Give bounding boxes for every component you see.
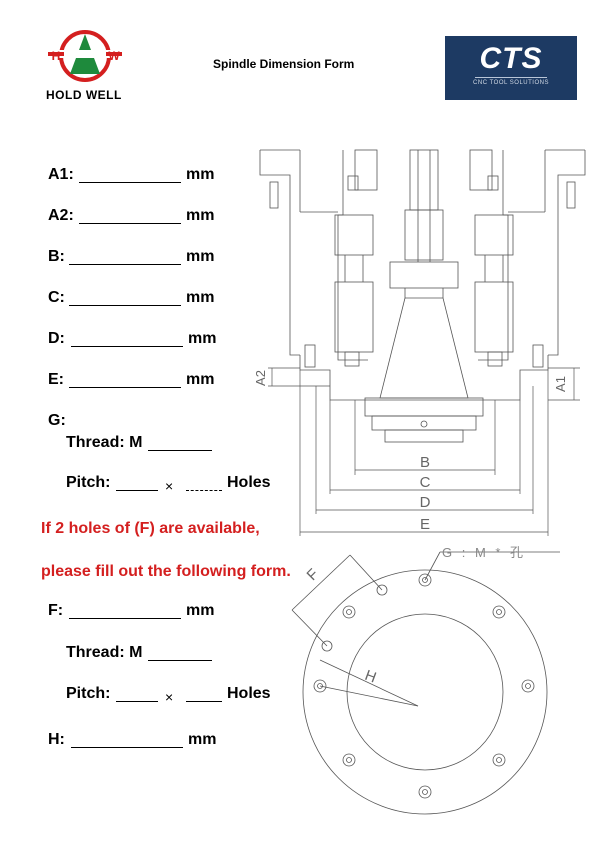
page-title: Spindle Dimension Form	[213, 57, 355, 71]
field-d-unit: mm	[188, 330, 217, 347]
field-h-unit: mm	[188, 731, 217, 748]
field-f-label: F:	[48, 602, 64, 619]
cts-tagline: CNC TOOL SOLUTIONS	[473, 80, 549, 86]
field-c-line[interactable]	[69, 305, 181, 306]
svg-text:H: H	[52, 49, 61, 63]
dim-g-label: G : M * 孔	[442, 545, 526, 560]
note-line-1: If 2 holes of (F) are available,	[41, 520, 260, 537]
field-f-holes-line[interactable]	[186, 701, 222, 702]
field-f-thread-label: Thread: M	[66, 644, 143, 661]
field-g-pitch-label: Pitch:	[66, 474, 111, 491]
field-f-thread-line[interactable]	[148, 660, 212, 661]
dim-b-label: B	[420, 454, 430, 471]
note-line-2: please fill out the following form.	[41, 563, 291, 580]
field-f-times: ×	[165, 689, 174, 705]
dim-a2-label: A2	[253, 370, 268, 386]
field-a1-unit: mm	[186, 166, 215, 183]
field-a1-label: A1:	[48, 166, 74, 183]
field-c-label: C:	[48, 289, 65, 306]
logo-text: HOLD WELL	[46, 88, 122, 102]
field-b-unit: mm	[186, 248, 215, 265]
field-g-holes-label: Holes	[227, 474, 271, 491]
dim-c-label: C	[420, 474, 431, 491]
field-d-label: D:	[48, 330, 65, 347]
field-f-line[interactable]	[69, 618, 181, 619]
dim-d-label: D	[420, 494, 431, 511]
field-e-label: E:	[48, 371, 64, 388]
field-d-line[interactable]	[71, 346, 183, 347]
field-b-line[interactable]	[69, 264, 181, 265]
cts-logo: CTS CNC TOOL SOLUTIONS	[445, 36, 577, 100]
dim-e-label: E	[420, 516, 430, 533]
field-g-pitch-line[interactable]	[116, 490, 158, 491]
field-g-times: ×	[165, 478, 174, 494]
field-b-label: B:	[48, 248, 65, 265]
field-a2-unit: mm	[186, 207, 215, 224]
field-a2-line[interactable]	[79, 223, 181, 224]
field-f-pitch-line[interactable]	[116, 701, 158, 702]
field-e-unit: mm	[186, 371, 215, 388]
field-c-unit: mm	[186, 289, 215, 306]
dim-a1-label: A1	[553, 376, 568, 392]
field-a2-label: A2:	[48, 207, 74, 224]
field-g-thread-label: Thread: M	[66, 434, 143, 451]
holdwell-logo: H W HOLD WELL	[40, 24, 130, 104]
field-h-label: H:	[48, 731, 65, 748]
field-g-label: G:	[48, 412, 66, 429]
field-g-thread-line[interactable]	[148, 450, 212, 451]
dim-h-label: H	[363, 667, 379, 687]
field-e-line[interactable]	[69, 387, 181, 388]
cts-brand: CTS	[479, 42, 543, 75]
field-f-pitch-label: Pitch:	[66, 685, 111, 702]
field-f-unit: mm	[186, 602, 215, 619]
cts-underline	[475, 77, 547, 78]
holdwell-logo-mark: H W	[46, 30, 124, 82]
field-h-line[interactable]	[71, 747, 183, 748]
dim-f-label: F	[304, 566, 323, 585]
field-g-holes-line[interactable]	[186, 490, 222, 491]
field-f-holes-label: Holes	[227, 685, 271, 702]
svg-text:W: W	[108, 49, 120, 63]
field-a1-line[interactable]	[79, 182, 181, 183]
